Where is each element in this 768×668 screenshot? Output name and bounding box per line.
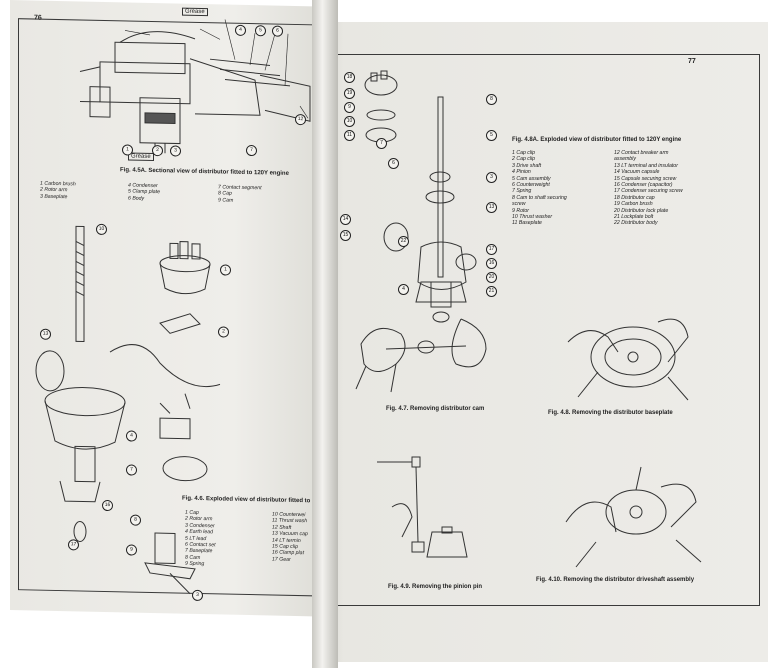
callout-sv-1: 1 bbox=[122, 144, 133, 156]
callout-sv-3: 3 bbox=[170, 145, 181, 157]
callout-8a-17: 17 bbox=[486, 244, 497, 255]
fig-4-6-legend-right: 10 Counterwei 11 Thrust wash 12 Shaft 13… bbox=[272, 511, 308, 563]
removing-baseplate-illustration bbox=[567, 318, 689, 401]
callout-8a-15: 15 bbox=[340, 230, 351, 241]
callout-8a-19: 19 bbox=[344, 88, 355, 99]
callout-sv-7: 7 bbox=[246, 144, 257, 157]
callout-8a-3: 3 bbox=[486, 172, 497, 183]
callout-sv-4: 4 bbox=[235, 24, 246, 36]
callout-ev-9: 9 bbox=[126, 544, 137, 556]
callout-ev-13: 13 bbox=[40, 328, 51, 340]
callout-sv-2: 2 bbox=[152, 144, 163, 157]
removing-driveshaft-illustration bbox=[565, 466, 702, 568]
callout-sv-6: 6 bbox=[272, 25, 283, 37]
callout-8a-4: 4 bbox=[398, 284, 409, 295]
callout-8a-6: 6 bbox=[388, 158, 399, 169]
exploded-view-120y-diagram bbox=[364, 70, 477, 323]
callout-8a-18: 18 bbox=[344, 72, 355, 83]
callout-sv-12: 12 bbox=[295, 113, 306, 126]
callout-8a-7: 7 bbox=[376, 138, 387, 149]
fig-4-8-caption: Fig. 4.8. Removing the distributor basep… bbox=[548, 410, 673, 416]
callout-8a-21: 21 bbox=[486, 286, 497, 297]
callout-ev-17: 17 bbox=[68, 539, 79, 551]
callout-8a-20: 20 bbox=[486, 272, 497, 283]
callout-8a-13: 13 bbox=[486, 202, 497, 213]
page-number-77: 77 bbox=[688, 58, 696, 65]
fig-4-10-caption: Fig. 4.10. Removing the distributor driv… bbox=[536, 577, 695, 583]
fig-4-7-caption: Fig. 4.7. Removing distributor cam bbox=[386, 406, 485, 412]
grease-label-bottom: Grease bbox=[128, 152, 154, 162]
fig-4-6-legend-left: 1 Cap 2 Rotor arm 3 Condenser 4 Earth le… bbox=[185, 509, 216, 568]
callout-8a-22: 22 bbox=[398, 236, 409, 247]
callout-8a-9: 9 bbox=[344, 102, 355, 113]
callout-8a-10: 10 bbox=[344, 116, 355, 127]
fig-4-8a-legend-right: 12 Contact breaker arm assembly 13 LT te… bbox=[614, 150, 683, 227]
right-page: 77 18 19 9 10 11 8 5 7 6 3 14 15 22 13 1… bbox=[316, 22, 768, 662]
callout-ev-7: 7 bbox=[126, 464, 137, 476]
callout-ev-3: 3 bbox=[192, 589, 203, 602]
callout-8a-16: 16 bbox=[486, 258, 497, 269]
callout-ev-10: 10 bbox=[96, 223, 107, 236]
callout-ev-16: 16 bbox=[102, 499, 113, 512]
sectional-view-diagram bbox=[79, 19, 311, 154]
callout-sv-5: 5 bbox=[255, 25, 266, 37]
callout-8a-5: 5 bbox=[486, 130, 497, 141]
fig-4-9-caption: Fig. 4.9. Removing the pinion pin bbox=[388, 584, 483, 590]
callout-ev-4: 4 bbox=[126, 430, 137, 442]
removing-pinion-pin-illustration bbox=[377, 456, 468, 558]
callout-ev-2: 2 bbox=[218, 326, 229, 338]
fig-4-8a-caption: Fig. 4.8A. Exploded view of distributor … bbox=[512, 137, 682, 143]
exploded-view-diagram bbox=[35, 225, 221, 595]
grease-label-top: Grease bbox=[182, 7, 208, 17]
fig-4-8a-legend-left: 1 Cap clip 2 Cap clip 3 Drive shaft 4 Pi… bbox=[512, 150, 567, 227]
callout-8a-8: 8 bbox=[486, 94, 497, 105]
callout-ev-8: 8 bbox=[130, 514, 141, 526]
callout-ev-1: 1 bbox=[220, 264, 231, 276]
removing-cam-illustration bbox=[355, 318, 487, 393]
callout-8a-11: 11 bbox=[344, 130, 355, 141]
left-page: 76 Grease Grease 4 5 6 1 2 3 bbox=[10, 0, 330, 617]
callout-8a-14: 14 bbox=[340, 214, 351, 225]
book-spine bbox=[312, 0, 338, 668]
